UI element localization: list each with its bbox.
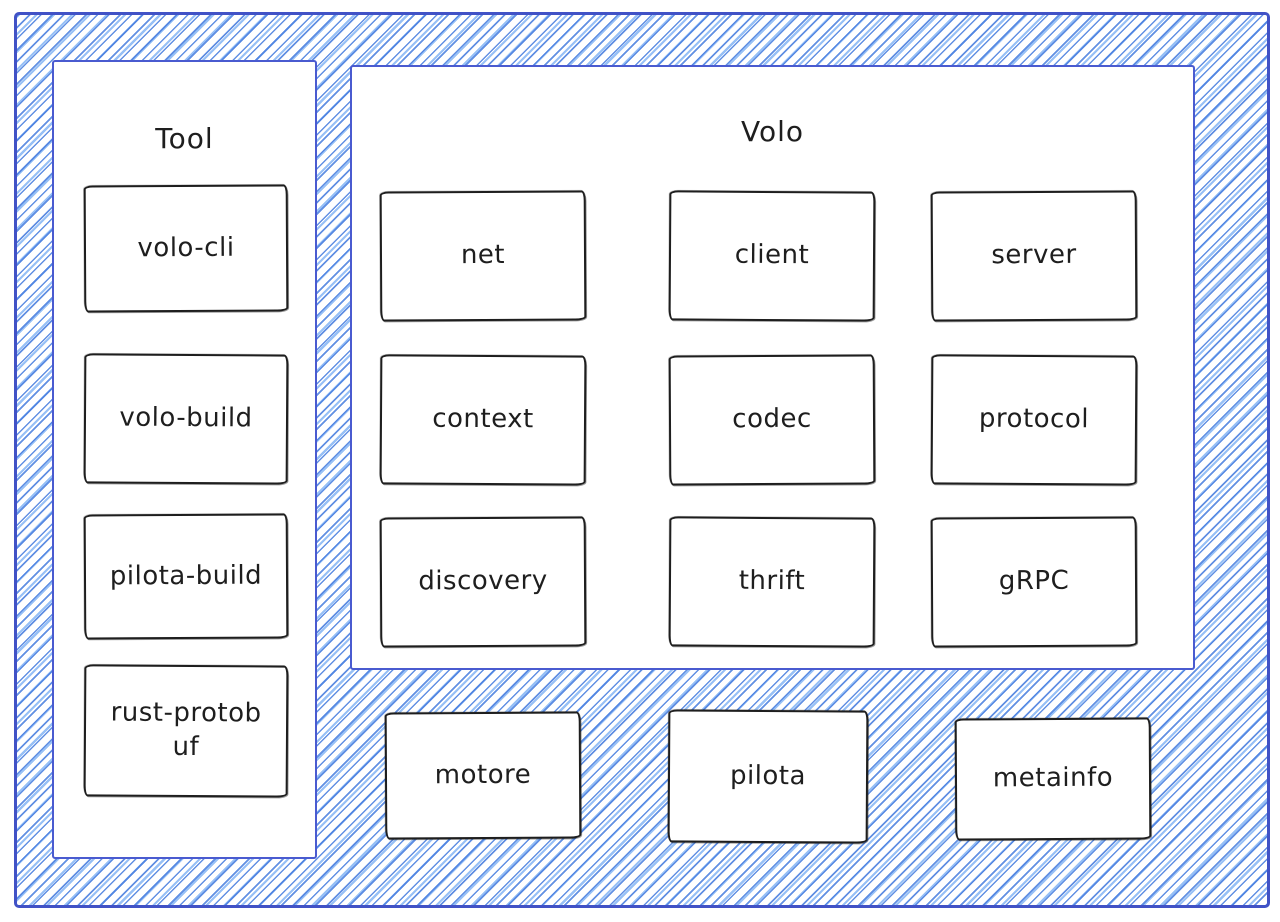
box-pilota-label: pilota: [729, 760, 807, 791]
box-grpc: gRPC: [930, 516, 1138, 648]
box-motore-label: motore: [434, 759, 532, 790]
box-motore: motore: [384, 711, 582, 840]
box-grpc-label: gRPC: [998, 565, 1070, 597]
box-pilota-build: pilota-build: [83, 513, 289, 640]
volo-panel-title: Volo: [740, 115, 805, 148]
box-metainfo: metainfo: [954, 717, 1152, 841]
box-rust-protobuf: rust-protob uf: [83, 664, 289, 798]
tool-panel: Tool volo-cli volo-build pilota-build ru…: [52, 60, 317, 859]
box-server-label: server: [991, 239, 1077, 271]
box-net: net: [379, 190, 587, 322]
box-client: client: [668, 190, 876, 322]
box-discovery-label: discovery: [418, 565, 548, 597]
box-pilota: pilota: [667, 709, 869, 844]
box-volo-build-label: volo-build: [119, 402, 253, 434]
tool-panel-title: Tool: [155, 122, 214, 155]
box-context-label: context: [432, 403, 534, 435]
box-protocol: protocol: [930, 354, 1138, 486]
box-volo-cli-label: volo-cli: [137, 232, 235, 263]
box-volo-cli: volo-cli: [83, 184, 289, 313]
box-codec-label: codec: [732, 403, 812, 435]
box-server: server: [930, 190, 1138, 322]
box-protocol-label: protocol: [978, 403, 1090, 435]
box-thrift: thrift: [668, 516, 876, 648]
box-pilota-build-label: pilota-build: [109, 560, 263, 591]
volo-panel: Volo net client server context codec pro…: [350, 65, 1195, 670]
box-metainfo-label: metainfo: [992, 762, 1114, 794]
box-codec: codec: [668, 354, 876, 486]
box-client-label: client: [734, 239, 810, 271]
box-context: context: [379, 354, 587, 486]
box-rust-protobuf-label: rust-protob uf: [110, 697, 262, 763]
box-thrift-label: thrift: [738, 565, 806, 597]
box-discovery: discovery: [379, 516, 587, 648]
box-volo-build: volo-build: [83, 353, 289, 485]
box-net-label: net: [460, 239, 506, 271]
outer-hatched-frame: Tool volo-cli volo-build pilota-build ru…: [14, 12, 1270, 908]
